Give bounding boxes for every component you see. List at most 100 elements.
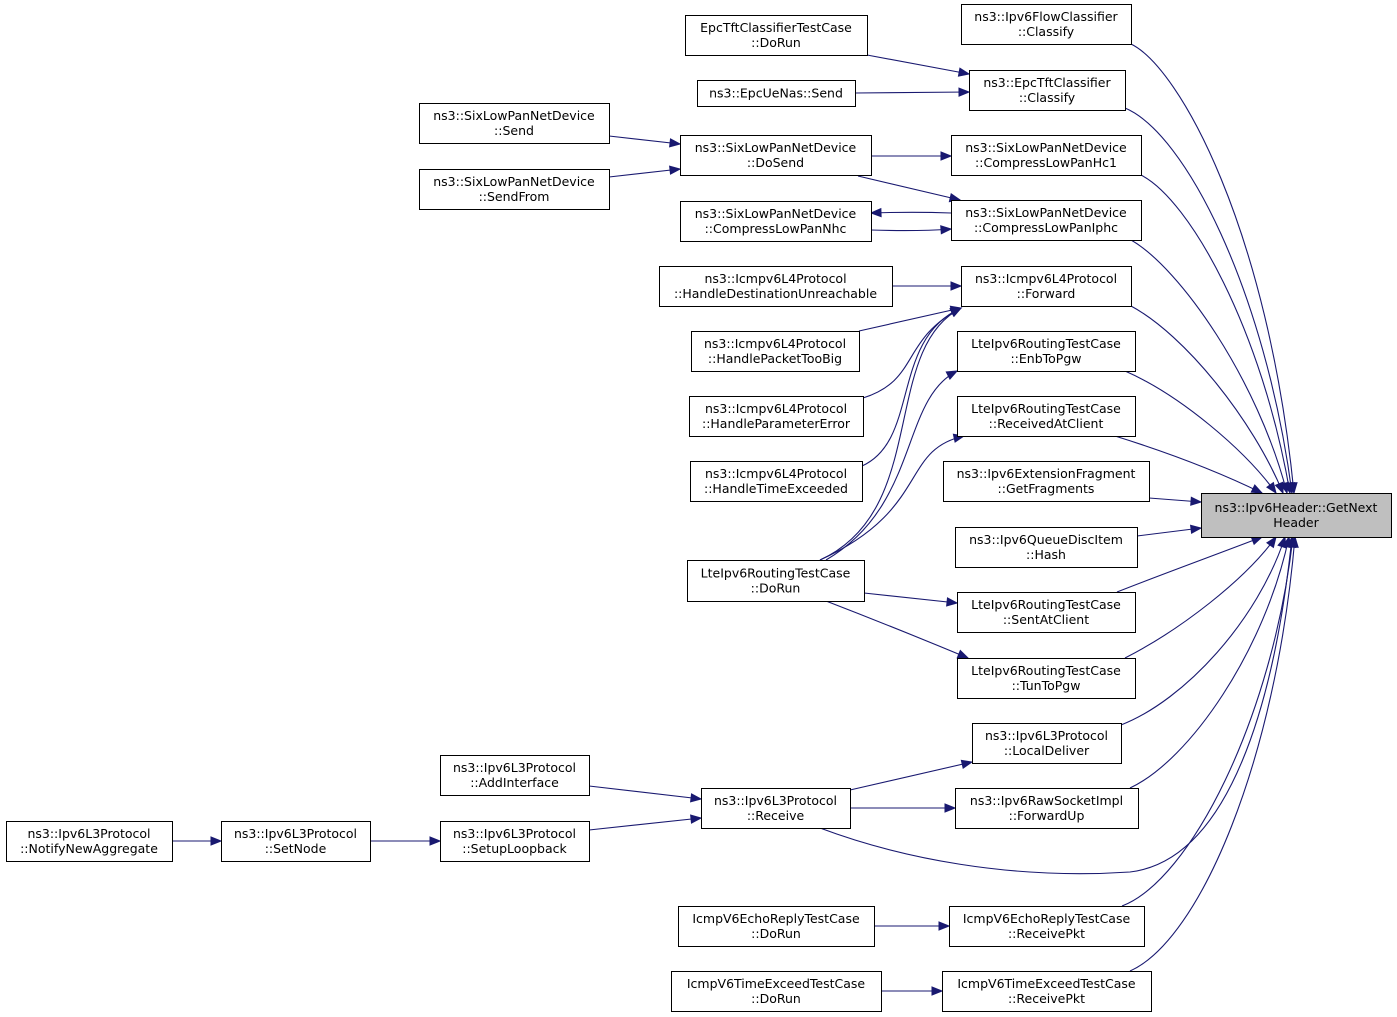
edge-iphc-to-getnext <box>1130 239 1288 494</box>
edge-ltedorun-to-tuntopgw <box>825 600 969 659</box>
node-box <box>949 906 1145 947</box>
node-label-line: ns3::Ipv6L3Protocol <box>714 793 837 808</box>
arrowhead <box>1189 524 1203 535</box>
node-setnode[interactable]: ns3::Ipv6L3Protocol::SetNode <box>221 821 371 862</box>
node-label-line: ns3::SixLowPanNetDevice <box>965 205 1127 220</box>
node-hdu[interactable]: ns3::Icmpv6L4Protocol::HandleDestination… <box>659 266 893 307</box>
node-nhc[interactable]: ns3::SixLowPanNetDevice::CompressLowPanN… <box>680 201 872 242</box>
edge-recvclient-to-getnext <box>1114 435 1263 494</box>
edge-nhc-to-iphc <box>870 228 952 232</box>
node-hpe[interactable]: ns3::Icmpv6L4Protocol::HandleParameterEr… <box>689 396 864 437</box>
node-box <box>680 135 872 176</box>
node-dosend[interactable]: ns3::SixLowPanNetDevice::DoSend <box>680 135 872 176</box>
node-box <box>440 755 590 796</box>
edge-flowcls-to-getnext <box>1130 43 1295 494</box>
node-label-line: ::SetupLoopback <box>462 841 567 856</box>
node-box <box>955 788 1139 829</box>
node-getfrag[interactable]: ns3::Ipv6ExtensionFragment::GetFragments <box>943 461 1150 502</box>
edge-ltedorun-to-icmpfwd <box>819 307 962 561</box>
node-terecv[interactable]: IcmpV6TimeExceedTestCase::ReceivePkt <box>942 971 1152 1012</box>
node-label-line: ::ForwardUp <box>1009 808 1085 823</box>
edge-addif-to-receive <box>588 785 702 800</box>
node-fwdup[interactable]: ns3::Ipv6RawSocketImpl::ForwardUp <box>955 788 1139 829</box>
arrowhead <box>690 793 703 803</box>
node-label-line: ns3::Ipv6Header::GetNext <box>1215 500 1378 515</box>
node-box <box>961 4 1132 45</box>
node-epctfttest[interactable]: EpcTftClassifierTestCase::DoRun <box>685 15 868 56</box>
node-box <box>955 527 1138 568</box>
node-label-line: ::ReceivedAtClient <box>989 416 1104 431</box>
node-label-line: ns3::Ipv6FlowClassifier <box>974 9 1118 24</box>
node-epctftcls[interactable]: ns3::EpcTftClassifier::Classify <box>969 70 1126 111</box>
arrowhead <box>1274 481 1284 495</box>
node-epcuenas[interactable]: ns3::EpcUeNas::Send <box>697 80 856 107</box>
node-label-line: ::SetNode <box>265 841 327 856</box>
node-tuntopgw[interactable]: LteIpv6RoutingTestCase::TunToPgw <box>957 658 1136 699</box>
node-box <box>419 103 610 144</box>
arrowhead <box>950 281 963 291</box>
node-label-line: ::HandleTimeExceeded <box>704 481 848 496</box>
node-box <box>680 201 872 242</box>
node-hte[interactable]: ns3::Icmpv6L4Protocol::HandleTimeExceede… <box>690 461 863 502</box>
node-addif[interactable]: ns3::Ipv6L3Protocol::AddInterface <box>440 755 590 796</box>
arrowhead <box>690 814 703 824</box>
node-sentclient[interactable]: LteIpv6RoutingTestCase::SentAtClient <box>957 592 1136 633</box>
node-box <box>689 396 864 437</box>
node-label-line: ns3::Icmpv6L4Protocol <box>704 271 846 286</box>
node-sendfrom[interactable]: ns3::SixLowPanNetDevice::SendFrom <box>419 169 610 210</box>
node-hc1[interactable]: ns3::SixLowPanNetDevice::CompressLowPanH… <box>951 135 1142 176</box>
node-box <box>969 70 1126 111</box>
node-label-line: ::HandleParameterError <box>702 416 851 431</box>
node-receive[interactable]: ns3::Ipv6L3Protocol::Receive <box>701 788 851 829</box>
edge-hc1-to-getnext <box>1140 174 1291 494</box>
node-label-line: ::SentAtClient <box>1003 612 1089 627</box>
arrowhead <box>945 370 959 380</box>
node-label-line: ::AddInterface <box>470 775 559 790</box>
node-recvclient[interactable]: LteIpv6RoutingTestCase::ReceivedAtClient <box>957 396 1136 437</box>
node-box <box>697 80 856 107</box>
node-label-line: ::SendFrom <box>479 189 550 204</box>
node-flowcls[interactable]: ns3::Ipv6FlowClassifier::Classify <box>961 4 1132 45</box>
node-label-line: ns3::SixLowPanNetDevice <box>695 206 857 221</box>
node-label-line: ::ReceivePkt <box>1008 926 1085 941</box>
node-iphc[interactable]: ns3::SixLowPanNetDevice::CompressLowPanI… <box>951 200 1142 241</box>
arrowhead <box>938 921 951 931</box>
node-label-line: ::CompressLowPanHc1 <box>975 155 1117 170</box>
node-label-line: ::HandleDestinationUnreachable <box>674 286 877 301</box>
node-label-line: ns3::SixLowPanNetDevice <box>965 140 1127 155</box>
node-tedorun[interactable]: IcmpV6TimeExceedTestCase::DoRun <box>671 971 882 1012</box>
edge-receive-to-getnext <box>819 536 1293 875</box>
node-label-line: ::GetFragments <box>998 481 1095 496</box>
node-label-line: ::HandlePacketTooBig <box>708 351 842 366</box>
node-label-line: ::Classify <box>1019 90 1076 105</box>
edge-hash-to-getnext <box>1136 527 1202 537</box>
arrowhead <box>940 225 953 235</box>
edge-ltedorun-to-sentclient <box>863 592 958 604</box>
node-ltedorun[interactable]: LteIpv6RoutingTestCase::DoRun <box>687 560 865 602</box>
arrowhead <box>1190 496 1203 506</box>
node-notify[interactable]: ns3::Ipv6L3Protocol::NotifyNewAggregate <box>6 821 173 862</box>
node-localdel[interactable]: ns3::Ipv6L3Protocol::LocalDeliver <box>972 723 1122 764</box>
node-label-line: ::EnbToPgw <box>1010 351 1081 366</box>
node-enbtopgw[interactable]: LteIpv6RoutingTestCase::EnbToPgw <box>957 331 1136 372</box>
edge-iphc-to-nhc <box>870 211 952 214</box>
node-label-line: ns3::Icmpv6L4Protocol <box>704 336 846 351</box>
node-label-line: ::ReceivePkt <box>1008 991 1085 1006</box>
node-label-line: ns3::Ipv6L3Protocol <box>453 826 576 841</box>
edge-ltedorun-to-recvclient <box>819 435 965 561</box>
node-echorecv[interactable]: IcmpV6EchoReplyTestCase::ReceivePkt <box>949 906 1145 947</box>
edge-hte-to-icmpfwd <box>861 307 962 467</box>
node-setuploop[interactable]: ns3::Ipv6L3Protocol::SetupLoopback <box>440 821 590 862</box>
node-icmpfwd[interactable]: ns3::Icmpv6L4Protocol::Forward <box>961 266 1132 307</box>
node-label-line: LteIpv6RoutingTestCase <box>971 597 1121 612</box>
node-label-line: ::NotifyNewAggregate <box>20 841 158 856</box>
edge-icmpfwd-to-getnext <box>1130 305 1284 494</box>
node-echodorun[interactable]: IcmpV6EchoReplyTestCase::DoRun <box>678 906 875 947</box>
node-send[interactable]: ns3::SixLowPanNetDevice::Send <box>419 103 610 144</box>
node-hash[interactable]: ns3::Ipv6QueueDiscItem::Hash <box>955 527 1138 568</box>
node-hptb[interactable]: ns3::Icmpv6L4Protocol::HandlePacketTooBi… <box>691 331 860 372</box>
node-label-line: ::DoRun <box>751 35 801 50</box>
edge-sendfrom-to-dosend <box>608 168 681 178</box>
node-label-line: ::DoRun <box>751 926 801 941</box>
